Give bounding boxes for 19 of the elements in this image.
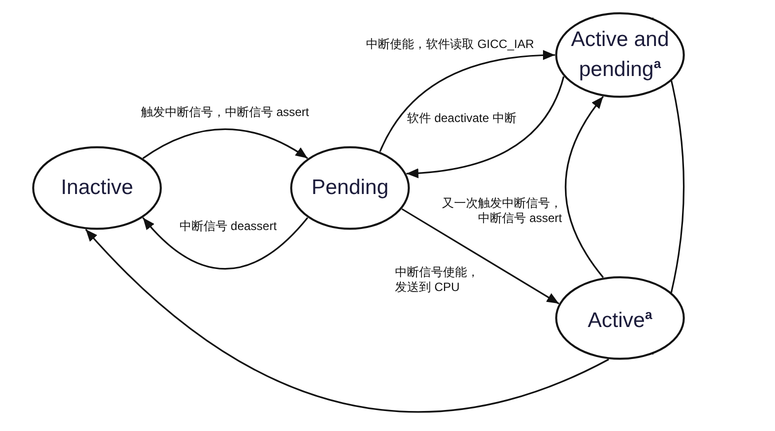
arrow bbox=[564, 96, 604, 278]
arrow bbox=[379, 50, 556, 152]
state-label: Pending bbox=[311, 176, 389, 200]
edge-label: 中断使能，软件读取 GICC_IAR bbox=[366, 36, 534, 52]
edge-label: 又一次触发中断信号，中断信号 assert bbox=[440, 196, 562, 226]
arrow bbox=[402, 208, 560, 304]
edge-label: 触发中断信号，中断信号 assert bbox=[140, 104, 309, 120]
arrow bbox=[142, 217, 308, 270]
state-label: Active$^{a}$ bbox=[588, 306, 652, 333]
state-ellipse bbox=[290, 146, 410, 230]
state-label: Active and pending$^{a}$ bbox=[570, 28, 670, 82]
edge-label: 中断信号 deassert bbox=[179, 218, 277, 234]
arrow bbox=[142, 128, 308, 159]
state-ellipse bbox=[555, 12, 685, 98]
arrow bbox=[406, 76, 564, 178]
state-ellipse bbox=[32, 146, 162, 230]
state-ellipse bbox=[555, 276, 685, 360]
state-label: Inactive bbox=[60, 176, 134, 200]
arrow bbox=[85, 228, 610, 413]
